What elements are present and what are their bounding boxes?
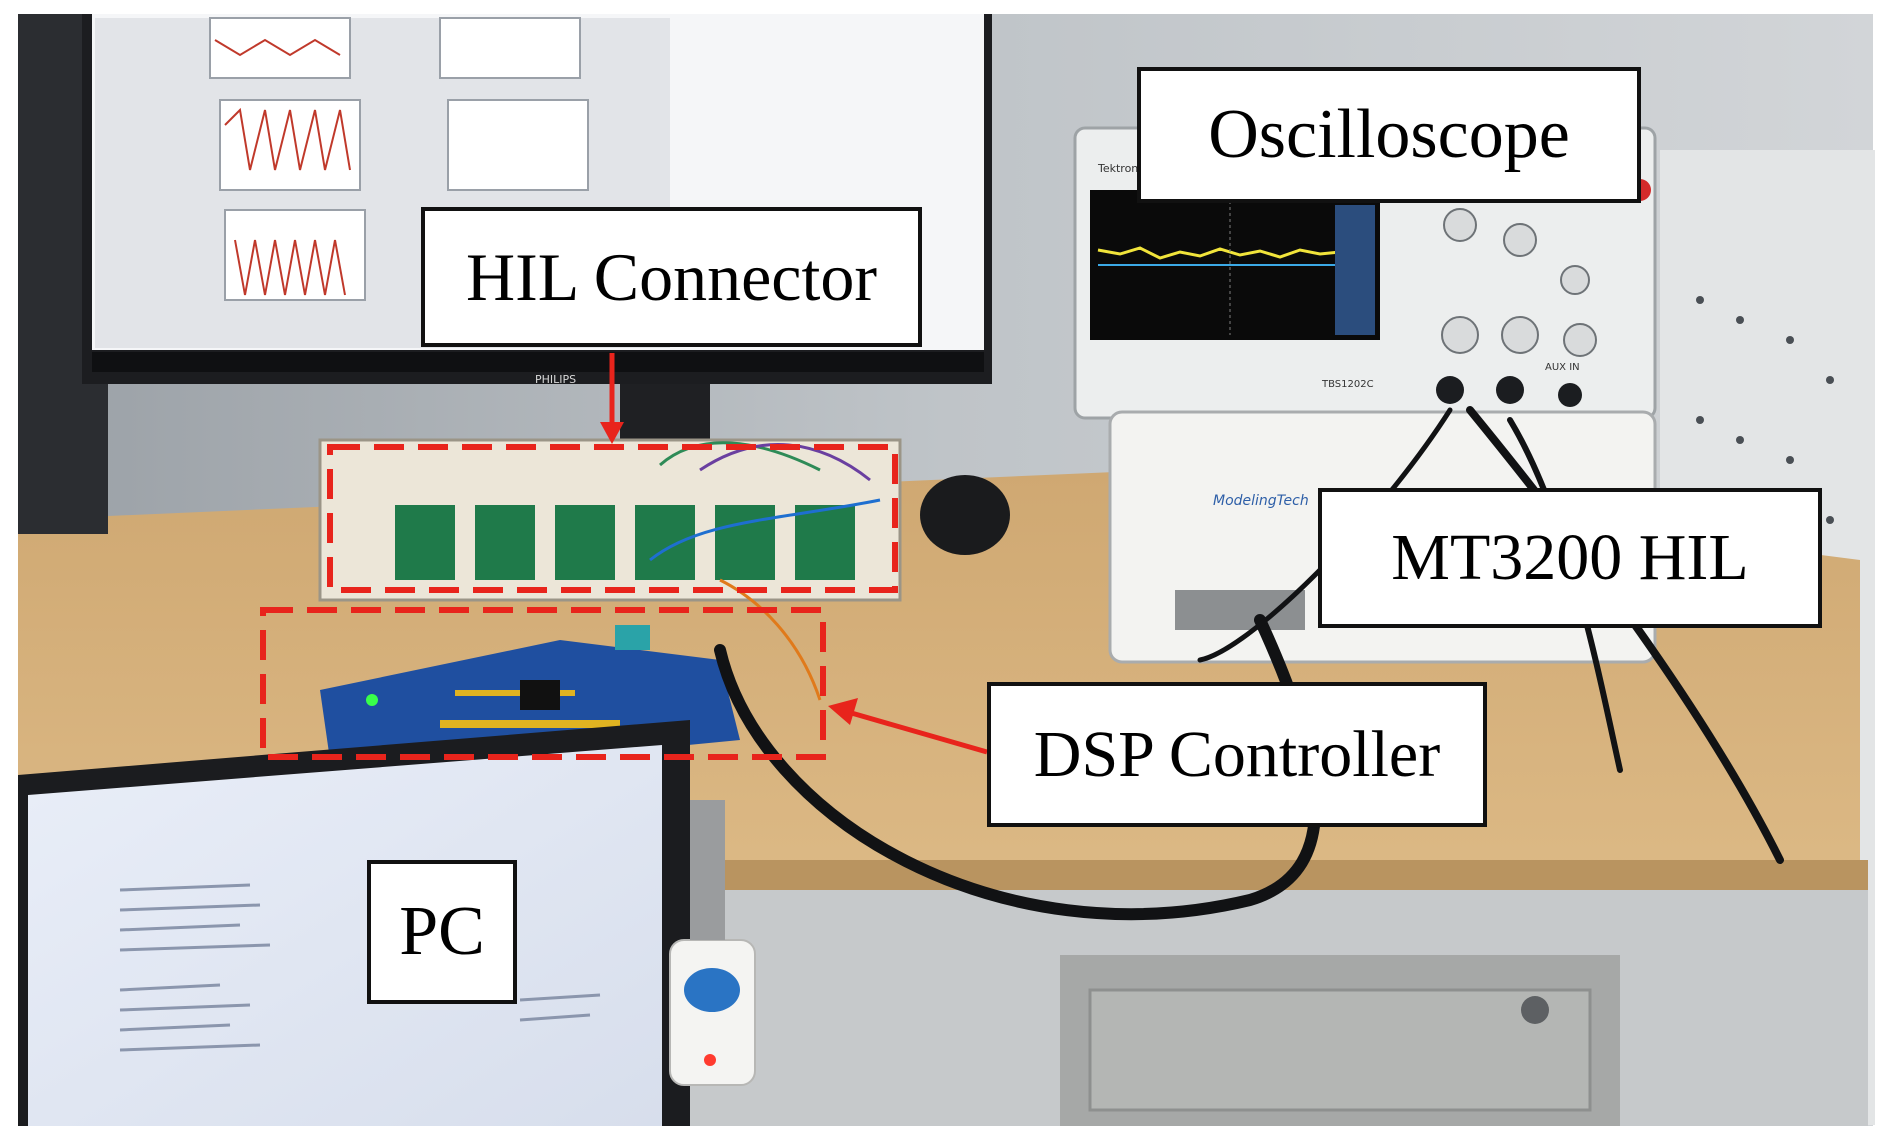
mt3200-hil-label: MT3200 HIL	[1318, 488, 1822, 628]
hil-connector-highlight	[327, 444, 898, 593]
oscilloscope-label: Oscilloscope	[1137, 67, 1641, 203]
computer-mouse	[920, 475, 1010, 555]
jtag-logo	[684, 968, 740, 1012]
hil-connector-arrow-head	[600, 422, 624, 444]
laptop-code-lines	[119, 883, 601, 1052]
hil-connector-label: HIL Connector	[421, 207, 922, 347]
pc-label: PC	[367, 860, 517, 1004]
oscilloscope-knobs	[1441, 208, 1597, 357]
monitor-brand-text: PHILIPS	[535, 373, 576, 386]
hil-db-connector	[1175, 590, 1305, 630]
oscilloscope-aux-label: AUX IN	[1545, 362, 1580, 373]
cabinet-lock	[1521, 996, 1549, 1024]
laptop-screen	[28, 745, 662, 1126]
ribbon-cable	[690, 800, 725, 940]
oscilloscope-model-text: TBS1202C	[1321, 379, 1374, 390]
hil-connector-terminals	[395, 505, 855, 580]
dsp-pin-headers	[440, 690, 620, 728]
monitor-taskbar	[92, 352, 984, 372]
dsp-relay	[615, 625, 650, 650]
dsp-controller-arrow-head	[828, 698, 858, 725]
dsp-status-led	[366, 694, 378, 706]
cabinet-drawer	[1088, 988, 1592, 1112]
jtag-led	[704, 1054, 716, 1066]
oscilloscope-brand-text: Tektronix	[1097, 162, 1148, 175]
oscilloscope-bnc-ports	[1436, 376, 1582, 407]
oscilloscope-menu-column	[1335, 205, 1375, 335]
hil-brand-text: ModelingTech	[1213, 493, 1309, 509]
dsp-controller-label: DSP Controller	[987, 682, 1487, 827]
dsp-controller-arrow-line	[847, 709, 988, 755]
dsp-chip	[520, 680, 560, 710]
dsp-controller-highlight	[260, 607, 826, 760]
monitor-plot-traces	[214, 38, 351, 296]
